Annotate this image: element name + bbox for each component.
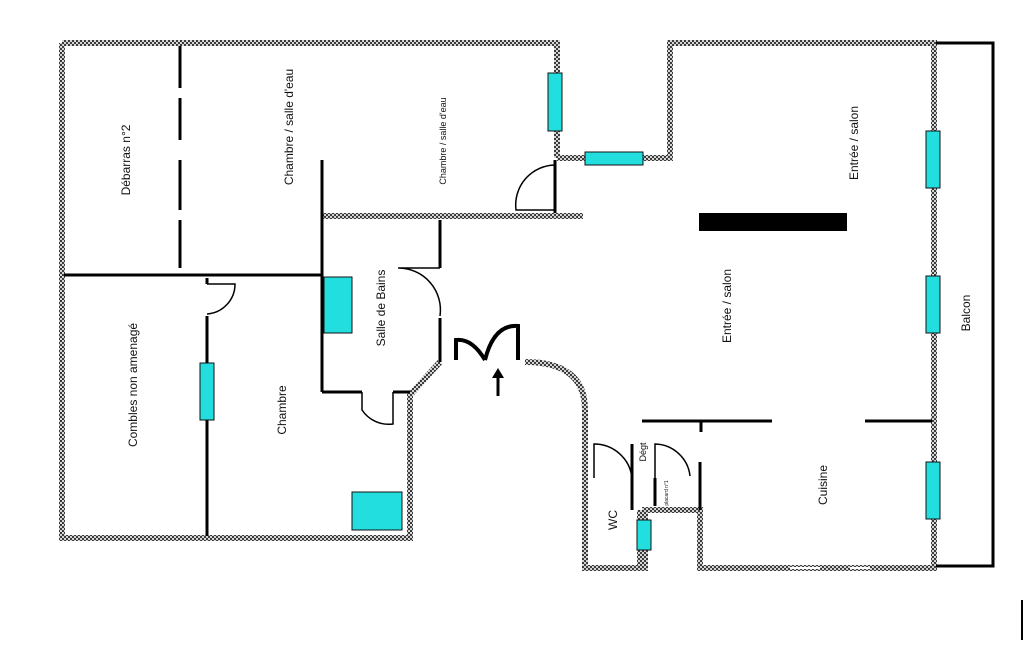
label-wc: WC <box>606 510 620 530</box>
label-placard: placard n°1 <box>664 480 670 506</box>
door-chambre-salle-eau <box>514 164 556 211</box>
entrance-arrow <box>492 368 504 396</box>
label-chambre-salle-eau-2: Chambre / salle d'eau <box>438 97 448 184</box>
door-degt <box>654 443 691 478</box>
window-combles <box>199 362 215 421</box>
interior-partitions <box>64 41 995 568</box>
label-entree-salon-1: Entrée / salon <box>847 106 861 180</box>
label-salle-de-bains: Salle de Bains <box>374 270 388 347</box>
label-degt: Dégt <box>638 442 648 462</box>
room-labels: Débarras n°2 Chambre / salle d'eau Chamb… <box>119 69 973 530</box>
window-cuisine <box>925 461 941 520</box>
label-debarras: Débarras n°2 <box>119 124 133 195</box>
windows <box>199 72 941 551</box>
window-corridor <box>584 151 644 166</box>
wall-top-right <box>524 40 937 571</box>
window-chambre-salle-eau <box>547 72 563 132</box>
label-cuisine: Cuisine <box>816 465 830 505</box>
label-balcon: Balcon <box>959 295 973 332</box>
label-chambre-salle-eau-1: Chambre / salle d'eau <box>282 69 296 185</box>
label-chambre: Chambre <box>275 385 289 435</box>
balcony-outline <box>936 41 995 568</box>
entrance-door-right <box>483 323 520 361</box>
entrance-door-left <box>454 337 487 362</box>
window-wc <box>636 519 652 551</box>
exterior-walls <box>59 40 937 571</box>
fixture-chambre <box>351 491 403 531</box>
door-sdb-top <box>397 267 442 317</box>
fixture-sdb <box>323 276 353 334</box>
door-sdb-bottom <box>361 392 394 426</box>
entrance-door <box>454 323 520 362</box>
label-combles: Combles non amenagé <box>126 323 140 447</box>
door-wc <box>593 443 633 479</box>
kitchen-counter <box>699 213 847 231</box>
door-chambre <box>206 283 236 315</box>
window-salon-2 <box>925 275 941 334</box>
doors <box>206 164 691 479</box>
label-entree-salon-2: Entrée / salon <box>720 269 734 343</box>
window-salon-1 <box>925 130 941 189</box>
wall-left-block <box>59 40 560 541</box>
